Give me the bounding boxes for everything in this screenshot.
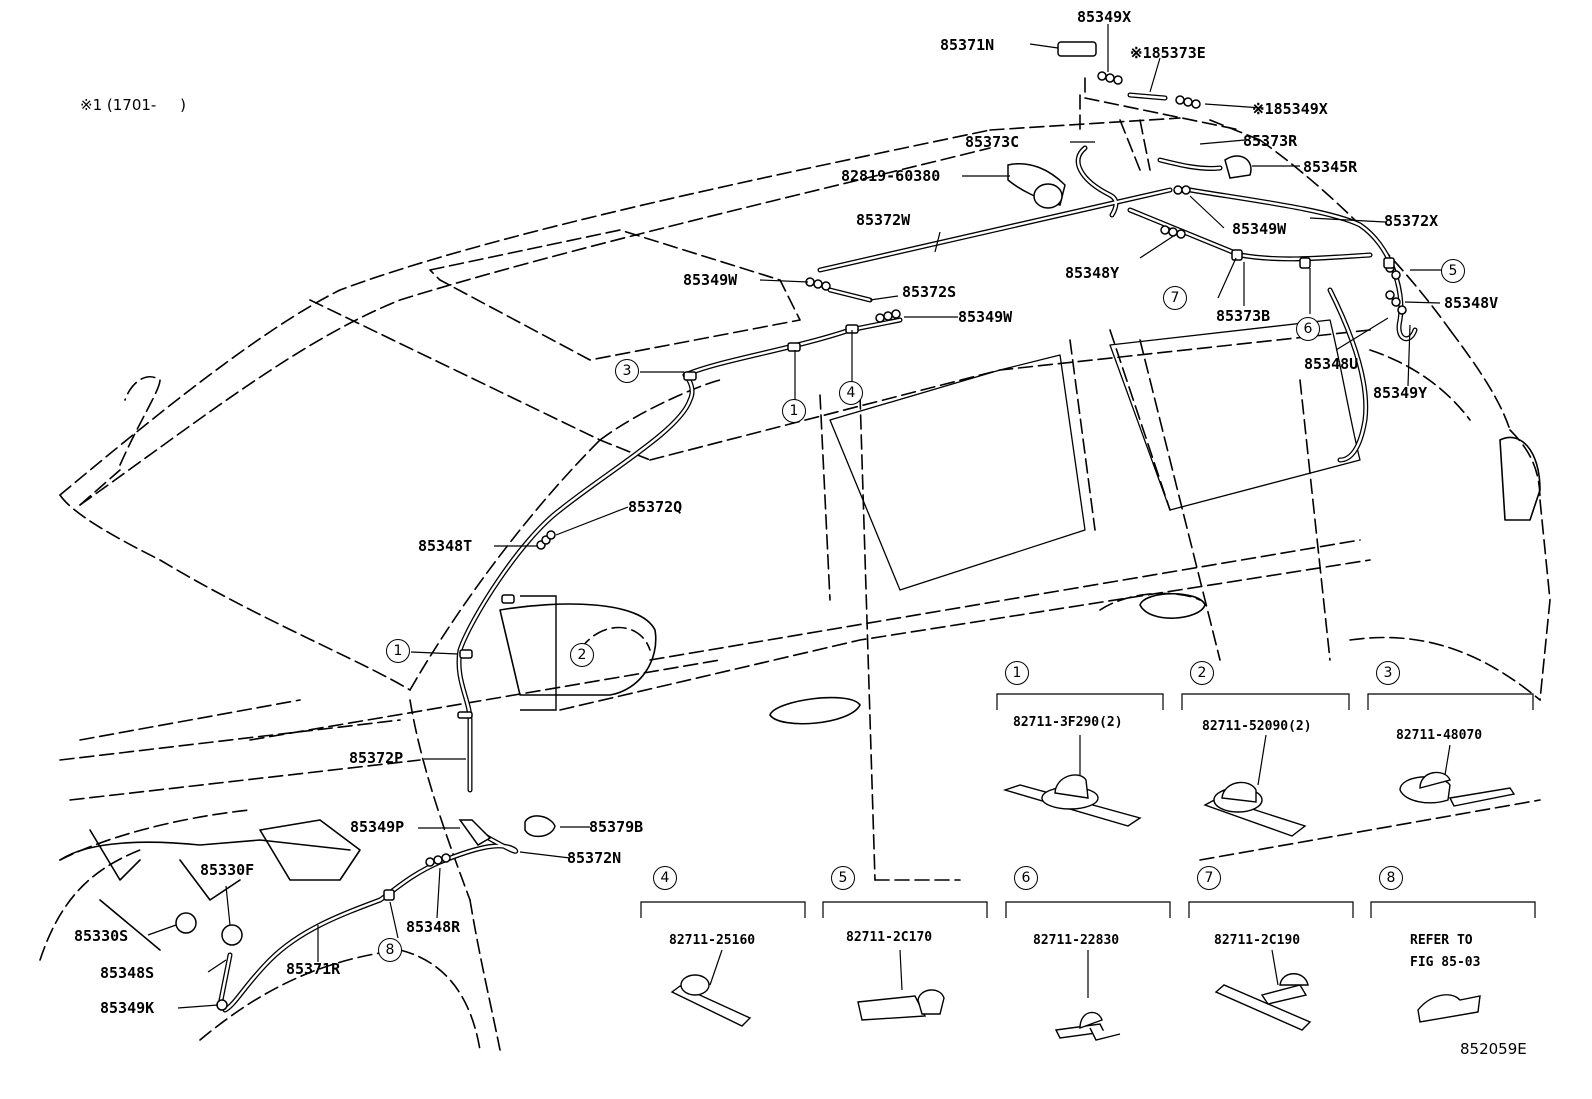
clip-callout-8[interactable]: 8 bbox=[378, 938, 402, 962]
part-label-85372W[interactable]: 85372W bbox=[856, 211, 911, 229]
clip-callout-1-pillar[interactable]: 1 bbox=[386, 639, 410, 663]
legend-callout-4[interactable]: 4 bbox=[653, 866, 677, 890]
part-label-85371R[interactable]: 85371R bbox=[286, 960, 341, 978]
legend-part-5[interactable]: 82711-2C170 bbox=[846, 930, 933, 945]
legend-part-2[interactable]: 82711-52090(2) bbox=[1202, 719, 1312, 734]
part-label-85330F[interactable]: 85330F bbox=[200, 861, 255, 879]
legend-part-4[interactable]: 82711-25160 bbox=[669, 933, 756, 948]
part-label-85345R[interactable]: 85345R bbox=[1303, 158, 1358, 176]
clip-callout-2[interactable]: 2 bbox=[570, 643, 594, 667]
part-label-85348V[interactable]: 85348V bbox=[1444, 294, 1499, 312]
part-label-85349K[interactable]: 85349K bbox=[100, 999, 155, 1017]
part-label-85372Q[interactable]: 85372Q bbox=[628, 498, 683, 516]
clip-callout-6[interactable]: 6 bbox=[1296, 317, 1320, 341]
part-label-85349W-right[interactable]: 85349W bbox=[1232, 220, 1287, 238]
part-label-85349W-middle[interactable]: 85349W bbox=[958, 308, 1013, 326]
part-label-85349Y[interactable]: 85349Y bbox=[1373, 384, 1428, 402]
part-label-85372X[interactable]: 85372X bbox=[1384, 212, 1439, 230]
part-label-85348U[interactable]: 85348U bbox=[1304, 355, 1359, 373]
part-label-85348Y[interactable]: 85348Y bbox=[1065, 264, 1120, 282]
legend-refer-line1: REFER TO bbox=[1410, 933, 1473, 948]
legend-part-7[interactable]: 82711-2C190 bbox=[1214, 933, 1301, 948]
legend-part-1[interactable]: 82711-3F290(2) bbox=[1013, 715, 1123, 730]
part-label-85372P[interactable]: 85372P bbox=[349, 749, 404, 767]
clip-callout-3[interactable]: 3 bbox=[615, 359, 639, 383]
part-label-85349P[interactable]: 85349P bbox=[350, 818, 405, 836]
clip-callout-4[interactable]: 4 bbox=[839, 381, 863, 405]
part-label-85371N[interactable]: 85371N bbox=[940, 36, 995, 54]
figure-code: 852059E bbox=[1460, 1040, 1527, 1058]
part-label-85373B[interactable]: 85373B bbox=[1216, 307, 1271, 325]
clip-callout-5[interactable]: 5 bbox=[1441, 259, 1465, 283]
legend-part-6[interactable]: 82711-22830 bbox=[1033, 933, 1120, 948]
part-label-82819-60380[interactable]: 82819-60380 bbox=[841, 167, 941, 185]
part-label-85348T[interactable]: 85348T bbox=[418, 537, 473, 555]
model-year-note: ※1 (1701- ) bbox=[80, 96, 187, 114]
legend-part-3[interactable]: 82711-48070 bbox=[1396, 728, 1483, 743]
legend-callout-8[interactable]: 8 bbox=[1379, 866, 1403, 890]
legend-callout-7[interactable]: 7 bbox=[1197, 866, 1221, 890]
part-label-85372S[interactable]: 85372S bbox=[902, 283, 957, 301]
part-label-85379B[interactable]: 85379B bbox=[589, 818, 644, 836]
part-label-85373R[interactable]: 85373R bbox=[1243, 132, 1298, 150]
legend-refer-line2[interactable]: FIG 85-03 bbox=[1410, 955, 1481, 970]
part-label-85330S[interactable]: 85330S bbox=[74, 927, 129, 945]
part-label-85349W-left[interactable]: 85349W bbox=[683, 271, 738, 289]
part-label-85348R[interactable]: 85348R bbox=[406, 918, 461, 936]
part-label-85348S[interactable]: 85348S bbox=[100, 964, 155, 982]
part-label-85372N[interactable]: 85372N bbox=[567, 849, 622, 867]
part-label-85373C[interactable]: 85373C bbox=[965, 133, 1020, 151]
clip-callout-7[interactable]: 7 bbox=[1163, 286, 1187, 310]
part-label-85349X-top[interactable]: 85349X bbox=[1077, 8, 1132, 26]
part-label-85373E[interactable]: ※185373E bbox=[1130, 44, 1206, 62]
legend-callout-1[interactable]: 1 bbox=[1005, 661, 1029, 685]
legend-callout-2[interactable]: 2 bbox=[1190, 661, 1214, 685]
legend-callout-3[interactable]: 3 bbox=[1376, 661, 1400, 685]
part-label-85349X-note[interactable]: ※185349X bbox=[1252, 100, 1328, 118]
legend-callout-5[interactable]: 5 bbox=[831, 866, 855, 890]
legend-callout-6[interactable]: 6 bbox=[1014, 866, 1038, 890]
clip-callout-1-roof[interactable]: 1 bbox=[782, 399, 806, 423]
